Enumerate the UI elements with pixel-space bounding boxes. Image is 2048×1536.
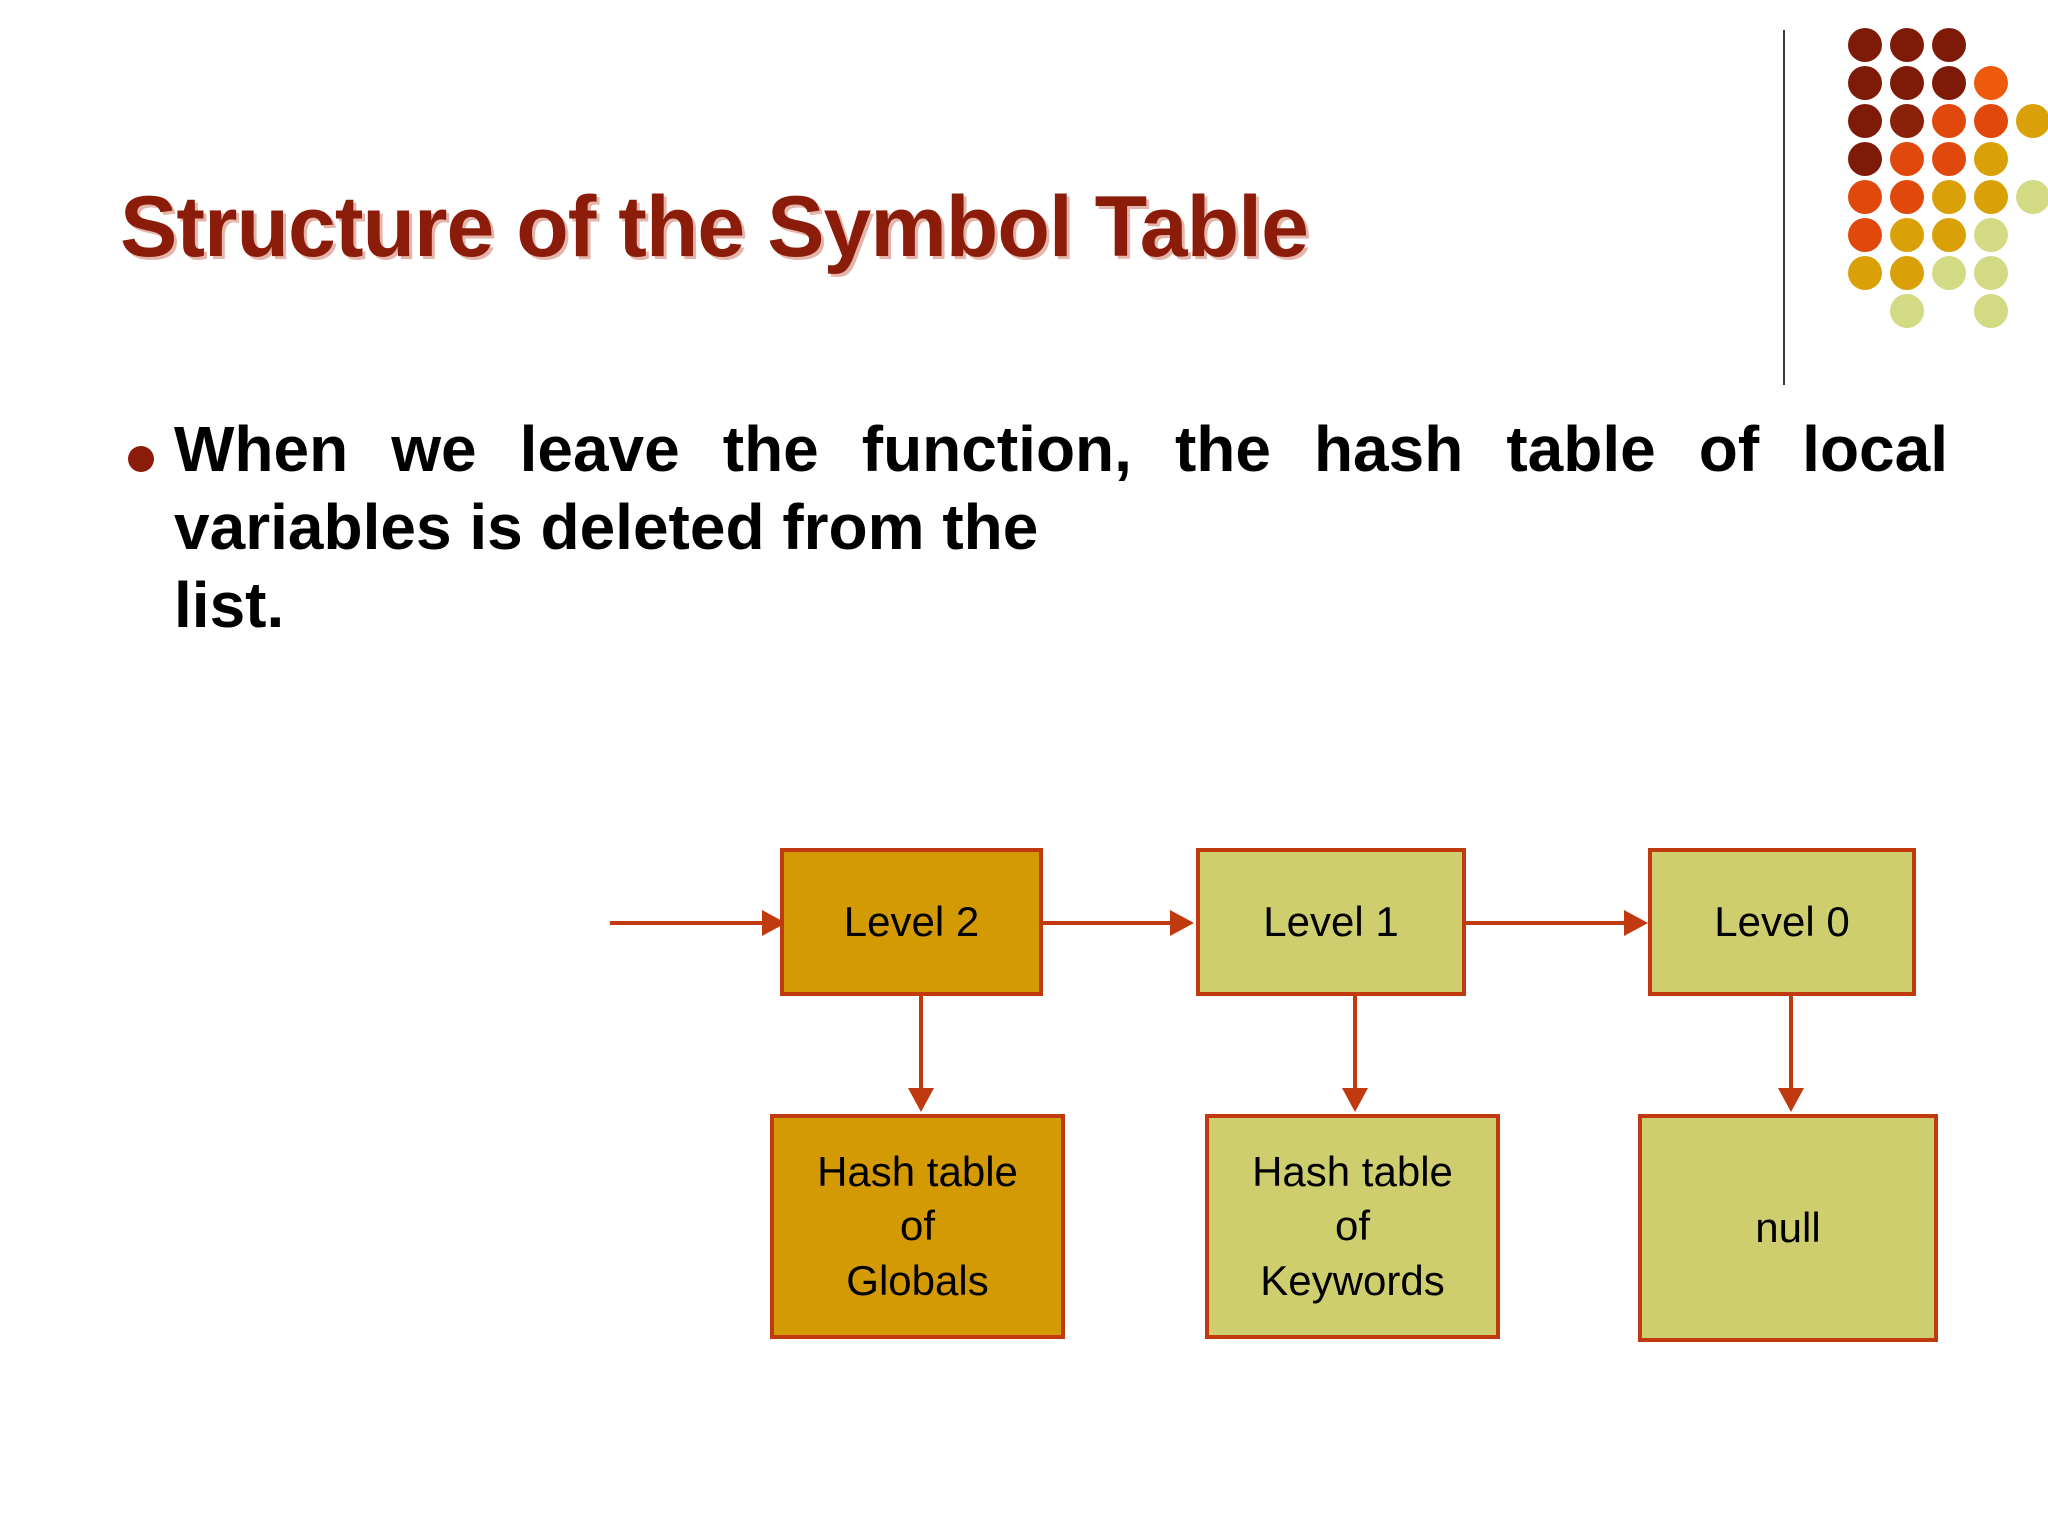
page-title: Structure of the Symbol Table bbox=[120, 179, 1309, 275]
logo-dot-r3-c3 bbox=[1932, 104, 1966, 138]
bullet-list: When we leave the function, the hash tab… bbox=[128, 410, 1988, 644]
connector-level1-to-keywords-head-icon bbox=[1342, 1088, 1368, 1112]
connector-level0-to-null-head-icon bbox=[1778, 1088, 1804, 1112]
logo-dot-r6-c2 bbox=[1890, 218, 1924, 252]
node-hash-table-globals-line3: Globals bbox=[846, 1256, 989, 1304]
logo-dot-r4-c1 bbox=[1848, 142, 1882, 176]
node-hash-table-keywords-line1: Hash table bbox=[1252, 1147, 1453, 1195]
logo-dot-r1-c1 bbox=[1848, 28, 1882, 62]
logo-dot-r1-c2 bbox=[1890, 28, 1924, 62]
logo-dot-r6-c3 bbox=[1932, 218, 1966, 252]
logo-dot-r6-c4 bbox=[1974, 218, 2008, 252]
connector-level2-to-globals bbox=[919, 996, 923, 1096]
node-hash-table-globals-line2: of bbox=[899, 1202, 936, 1250]
logo-dot-r5-c4 bbox=[1974, 180, 2008, 214]
node-level-2-label: Level 2 bbox=[843, 897, 980, 945]
logo-dot-r2-c4 bbox=[1974, 66, 2008, 100]
node-null[interactable]: null bbox=[1638, 1114, 1938, 1342]
logo-dot-r4-c4 bbox=[1974, 142, 2008, 176]
node-null-label: null bbox=[1755, 1203, 1821, 1251]
node-level-0-label: Level 0 bbox=[1714, 897, 1850, 945]
logo-dot-r7-c4 bbox=[1974, 256, 2008, 290]
logo-dot-r5-c2 bbox=[1890, 180, 1924, 214]
logo-dot-r1-c3 bbox=[1932, 28, 1966, 62]
logo-dot-r2-c2 bbox=[1890, 66, 1924, 100]
connector-level2-to-level1 bbox=[1043, 921, 1178, 925]
logo-dot-r5-c1 bbox=[1848, 180, 1882, 214]
symbol-table-diagram: Level 2 Level 1 Level 0 Hash table of Gl… bbox=[0, 820, 2048, 1380]
logo-dot-r3-c1 bbox=[1848, 104, 1882, 138]
connector-level1-to-level0-head-icon bbox=[1624, 910, 1648, 936]
connector-level2-to-level1-head-icon bbox=[1170, 910, 1194, 936]
logo-dot-r3-c2 bbox=[1890, 104, 1924, 138]
logo-dot-r2-c1 bbox=[1848, 66, 1882, 100]
logo-dot-r4-c3 bbox=[1932, 142, 1966, 176]
logo-divider-line bbox=[1783, 30, 1785, 385]
node-level-1-label: Level 1 bbox=[1263, 897, 1399, 945]
logo-dot-r7-c1 bbox=[1848, 256, 1882, 290]
incoming-arrow-line bbox=[610, 921, 770, 925]
logo-dot-r7-c3 bbox=[1932, 256, 1966, 290]
logo-dot-r8-c4 bbox=[1974, 294, 2008, 328]
node-hash-table-keywords[interactable]: Hash table of Keywords bbox=[1205, 1114, 1500, 1339]
bullet-item-text-main: When we leave the function, the hash tab… bbox=[174, 413, 1948, 564]
bullet-disc-icon bbox=[128, 446, 174, 472]
bullet-item-text-last-line: list. bbox=[174, 569, 285, 642]
logo-dot-r4-c2 bbox=[1890, 142, 1924, 176]
connector-level1-to-level0 bbox=[1466, 921, 1632, 925]
logo-dot-r6-c1 bbox=[1848, 218, 1882, 252]
dot-grid-logo-icon bbox=[1848, 28, 2048, 328]
connector-level0-to-null bbox=[1789, 996, 1793, 1096]
logo-dot-r5-c3 bbox=[1932, 180, 1966, 214]
bullet-item-text: When we leave the function, the hash tab… bbox=[174, 410, 1988, 644]
node-level-1[interactable]: Level 1 bbox=[1196, 848, 1466, 996]
connector-level1-to-keywords bbox=[1353, 996, 1357, 1096]
logo-dot-r2-c3 bbox=[1932, 66, 1966, 100]
connector-level2-to-globals-head-icon bbox=[908, 1088, 934, 1112]
node-level-2[interactable]: Level 2 bbox=[780, 848, 1043, 996]
node-hash-table-globals-line1: Hash table bbox=[817, 1147, 1018, 1195]
logo-dot-r5-c5 bbox=[2016, 180, 2048, 214]
node-level-0[interactable]: Level 0 bbox=[1648, 848, 1916, 996]
logo-dot-r3-c5 bbox=[2016, 104, 2048, 138]
logo-dot-r8-c2 bbox=[1890, 294, 1924, 328]
node-hash-table-keywords-line2: of bbox=[1334, 1202, 1371, 1250]
node-hash-table-globals[interactable]: Hash table of Globals bbox=[770, 1114, 1065, 1339]
logo-dot-r3-c4 bbox=[1974, 104, 2008, 138]
logo-dot-r7-c2 bbox=[1890, 256, 1924, 290]
node-hash-table-keywords-line3: Keywords bbox=[1260, 1256, 1445, 1304]
